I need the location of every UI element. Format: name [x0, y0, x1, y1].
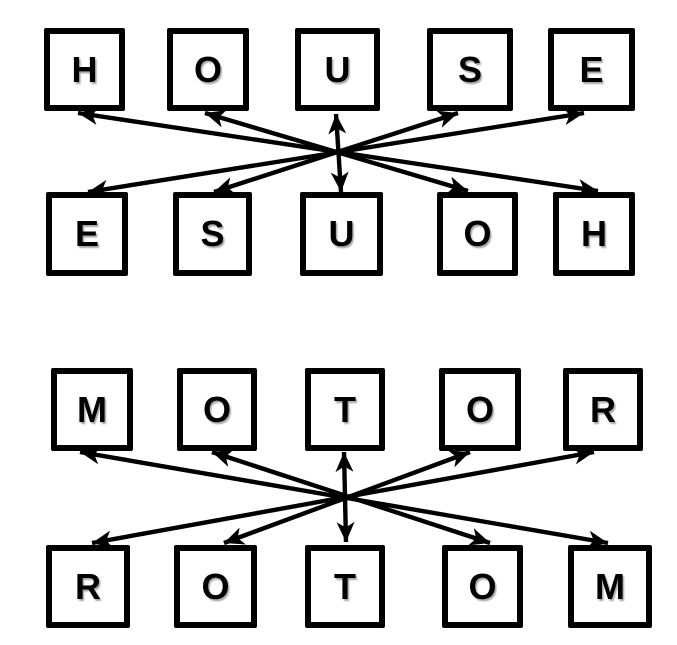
letter-glyph: M [595, 565, 625, 607]
letter-glyph: S [457, 48, 482, 90]
letter-glyph: O [465, 388, 494, 430]
letter-glyph: R [75, 565, 101, 607]
reversal-arrow-house-reversal-h-0 [77, 107, 599, 197]
letter-box-house-reversal-top-2: U [295, 28, 380, 111]
letter-glyph: O [202, 388, 231, 430]
letter-glyph: T [334, 565, 356, 607]
letter-box-house-reversal-top-1: O [167, 28, 249, 111]
letter-box-house-reversal-bottom-4: H [553, 192, 635, 276]
letter-glyph: O [468, 565, 497, 607]
letter-box-house-reversal-bottom-0: E [46, 192, 128, 276]
reversal-arrow-house-reversal-e-4 [87, 107, 585, 198]
letter-box-house-reversal-top-0: H [44, 28, 125, 111]
letter-glyph: E [74, 213, 99, 254]
letter-box-house-reversal-bottom-2: U [300, 192, 383, 276]
letter-box-motor-reversal-top-0: M [51, 368, 133, 451]
letter-glyph: T [334, 388, 356, 430]
letter-glyph: H [71, 48, 98, 90]
letter-box-house-reversal-bottom-1: S [173, 192, 252, 276]
letter-box-house-reversal-top-4: E [548, 28, 635, 111]
letter-box-motor-reversal-bottom-3: O [442, 545, 523, 628]
letter-box-motor-reversal-top-1: O [177, 368, 257, 451]
reversal-arrow-house-reversal-o-1 [204, 110, 469, 194]
letter-box-house-reversal-bottom-3: O [437, 192, 518, 276]
letter-box-motor-reversal-bottom-1: O [174, 545, 257, 628]
letter-box-motor-reversal-bottom-4: M [568, 545, 652, 628]
letter-glyph: S [200, 213, 225, 254]
letter-glyph: U [324, 48, 351, 90]
reversal-arrow-motor-reversal-o-3 [223, 449, 471, 546]
reversal-arrow-house-reversal-s-3 [213, 110, 459, 195]
letter-glyph: O [193, 48, 222, 90]
reversal-arrow-motor-reversal-m-0 [79, 446, 609, 549]
reversal-arrow-motor-reversal-t-2 [335, 451, 355, 543]
reversal-arrow-house-reversal-u-2 [328, 113, 349, 193]
letter-box-house-reversal-top-3: S [427, 28, 513, 111]
letter-box-motor-reversal-top-4: R [563, 368, 643, 451]
reversal-arrow-motor-reversal-o-1 [211, 449, 491, 546]
letter-glyph: R [590, 388, 616, 430]
letter-glyph: U [328, 213, 355, 254]
letter-glyph: E [579, 48, 604, 90]
reversal-arrow-motor-reversal-r-4 [91, 446, 595, 549]
letter-box-motor-reversal-bottom-2: T [305, 545, 385, 628]
letter-box-motor-reversal-bottom-0: R [46, 545, 130, 628]
letter-box-motor-reversal-top-2: T [305, 368, 385, 451]
letter-glyph: O [463, 213, 492, 254]
letter-glyph: O [201, 565, 230, 607]
letter-box-motor-reversal-top-3: O [439, 368, 521, 451]
letter-glyph: M [77, 388, 107, 430]
letter-glyph: H [581, 213, 607, 254]
